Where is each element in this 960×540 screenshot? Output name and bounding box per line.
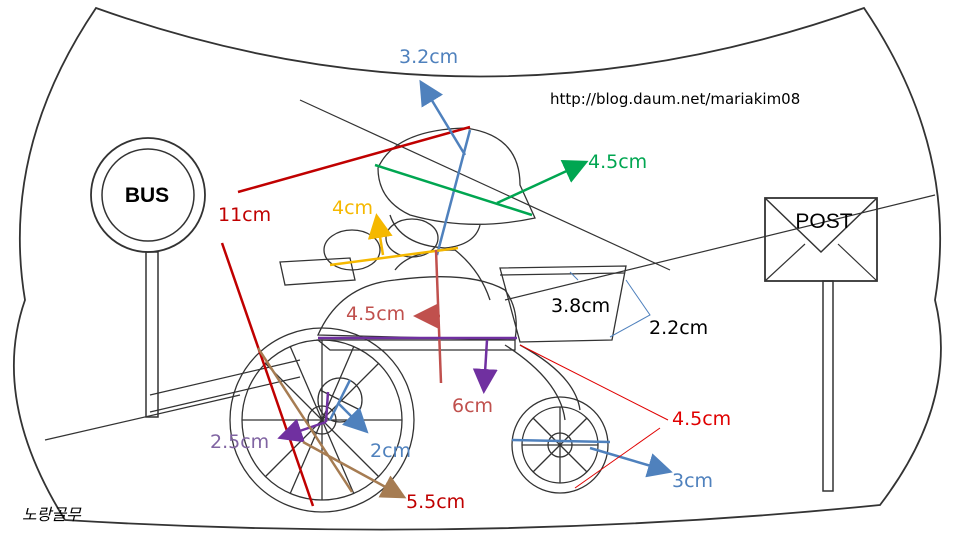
label-rear-fork: 4.5cm bbox=[672, 408, 731, 430]
measurement-labels: 3.2cm 4.5cm 11cm 4cm 4.5cm 3.8cm 2.2cm 6… bbox=[210, 46, 731, 513]
signature: 노랑골무 bbox=[22, 505, 82, 524]
label-basket-height: 2.2cm bbox=[649, 317, 708, 339]
post-sign-label: POST bbox=[795, 210, 852, 233]
leader-lines bbox=[519, 271, 669, 489]
window-frame bbox=[12, 6, 942, 531]
bus-sign-label: BUS bbox=[125, 184, 169, 207]
label-pedal-right: 2cm bbox=[370, 440, 411, 462]
label-big-wheel: 5.5cm bbox=[406, 491, 465, 513]
road bbox=[44, 99, 936, 441]
label-pedal-left: 2.5cm bbox=[210, 431, 269, 453]
label-hands: 4cm bbox=[332, 197, 373, 219]
measurement-lines bbox=[220, 79, 673, 507]
tricycle bbox=[229, 127, 627, 513]
label-body-height: 6cm bbox=[452, 395, 493, 417]
label-helmet-top: 3.2cm bbox=[399, 46, 458, 68]
label-body-upper: 4.5cm bbox=[346, 303, 405, 325]
label-basket-width: 3.8cm bbox=[551, 295, 610, 317]
watermark-url: http://blog.daum.net/mariakim08 bbox=[550, 90, 800, 108]
label-helmet-width: 4.5cm bbox=[588, 151, 647, 173]
label-small-wheel: 3cm bbox=[672, 470, 713, 492]
bus-sign: BUS bbox=[90, 137, 206, 418]
post-box: POST bbox=[764, 197, 878, 492]
label-overall-height: 11cm bbox=[218, 204, 271, 226]
